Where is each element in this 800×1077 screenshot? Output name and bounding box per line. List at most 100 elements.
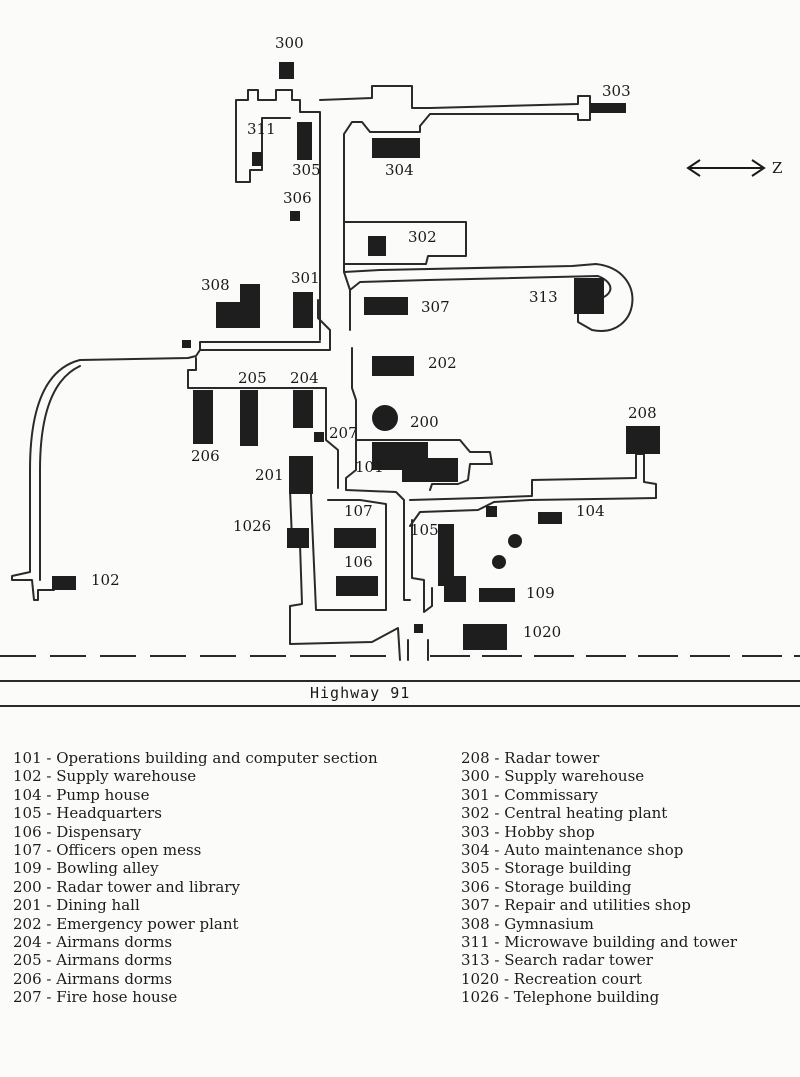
building-305: [297, 122, 312, 160]
legend-item: 305 - Storage building: [461, 859, 632, 878]
legend-right-column: 208 - Radar tower 300 - Supply warehouse…: [461, 749, 737, 1007]
legend-item: 107 - Officers open mess: [13, 841, 202, 860]
legend-item: 301 - Commissary: [461, 785, 598, 804]
label-307: 307: [421, 298, 450, 316]
legend-item: 201 - Dining hall: [13, 896, 140, 915]
legend-item: 204 - Airmans dorms: [13, 933, 173, 952]
legend-item: 104 - Pump house: [13, 785, 150, 804]
building-small-gatehouse: [414, 624, 423, 633]
legend-item: 109 - Bowling alley: [13, 859, 159, 878]
building-301: [293, 292, 313, 328]
road-network: [11, 85, 657, 661]
highway: Highway 91: [0, 655, 800, 707]
building-101: [372, 442, 458, 482]
legend-item: 302 - Central heating plant: [461, 804, 668, 823]
label-102: 102: [91, 571, 120, 589]
building-311: [252, 152, 262, 166]
label-303: 303: [602, 82, 631, 100]
tower-small-1: [508, 534, 522, 548]
building-207: [314, 432, 324, 442]
legend-item: 311 - Microwave building and tower: [461, 933, 738, 952]
building-102: [52, 576, 76, 590]
building-1020: [463, 624, 507, 650]
legend-left-column: 101 - Operations building and computer s…: [13, 749, 378, 1007]
building-205: [240, 390, 258, 446]
label-200: 200: [410, 413, 439, 431]
tower-small-2: [492, 555, 506, 569]
legend-item: 101 - Operations building and computer s…: [13, 749, 378, 767]
label-311: 311: [247, 120, 276, 138]
legend-item: 313 - Search radar tower: [461, 951, 653, 970]
building-206: [193, 390, 213, 444]
building-107: [334, 528, 376, 548]
legend-item: 105 - Headquarters: [13, 804, 162, 823]
building-308: [216, 284, 260, 328]
legend-item: 200 - Radar tower and library: [13, 877, 240, 896]
legend-item: 106 - Dispensary: [13, 822, 142, 841]
building-small-gate: [182, 340, 191, 348]
north-arrow: Z: [686, 159, 782, 177]
legend-item: 206 - Airmans dorms: [13, 969, 173, 988]
building-302: [368, 236, 386, 256]
building-104: [538, 512, 562, 524]
building-202: [372, 356, 414, 376]
legend-item: 303 - Hobby shop: [461, 822, 595, 841]
building-105: [438, 524, 454, 586]
label-101: 101: [355, 458, 384, 476]
label-105: 105: [410, 521, 439, 539]
building-106: [336, 576, 378, 596]
label-304: 304: [385, 161, 414, 179]
building-109: [479, 588, 515, 602]
legend-item: 308 - Gymnasium: [461, 914, 594, 933]
legend-item: 306 - Storage building: [461, 877, 632, 896]
label-302: 302: [408, 228, 437, 246]
legend-item: 1020 - Recreation court: [461, 969, 642, 988]
legend-item: 207 - Fire hose house: [13, 988, 178, 1007]
building-306: [290, 211, 300, 221]
building-200: [372, 405, 398, 431]
legend-item: 205 - Airmans dorms: [13, 951, 173, 970]
label-107: 107: [344, 502, 373, 520]
legend-item: 307 - Repair and utilities shop: [461, 896, 691, 915]
building-204: [293, 390, 313, 428]
legend-item: 304 - Auto maintenance shop: [461, 841, 684, 860]
label-207: 207: [329, 424, 358, 442]
label-208: 208: [628, 404, 657, 422]
label-204: 204: [290, 369, 319, 387]
label-301: 301: [291, 269, 320, 287]
site-map: Highway 91 Z 300 303 311 305 304 306 302…: [0, 34, 800, 707]
building-304: [372, 138, 420, 158]
building-105-wing: [444, 576, 466, 602]
label-206: 206: [191, 447, 220, 465]
label-313: 313: [529, 288, 558, 306]
buildings: [52, 62, 660, 650]
building-201: [289, 456, 313, 494]
building-208: [626, 426, 660, 454]
building-300: [279, 62, 294, 79]
legend-item: 202 - Emergency power plant: [13, 914, 239, 933]
label-306: 306: [283, 189, 312, 207]
legend-item: 300 - Supply warehouse: [461, 767, 645, 786]
label-109: 109: [526, 584, 555, 602]
label-205: 205: [238, 369, 267, 387]
label-202: 202: [428, 354, 457, 372]
label-305: 305: [292, 161, 321, 179]
building-small-104a: [486, 506, 497, 517]
legend-item: 208 - Radar tower: [461, 749, 600, 767]
building-313: [574, 278, 604, 314]
label-201: 201: [255, 466, 284, 484]
label-104: 104: [576, 502, 605, 520]
highway-label: Highway 91: [310, 684, 410, 702]
building-1026: [287, 528, 309, 548]
label-300: 300: [275, 34, 304, 52]
building-303: [590, 103, 626, 113]
north-label: Z: [772, 159, 782, 177]
label-308: 308: [201, 276, 230, 294]
label-106: 106: [344, 553, 373, 571]
legend-item: 102 - Supply warehouse: [13, 767, 197, 786]
building-307: [364, 297, 408, 315]
label-1026: 1026: [233, 517, 271, 535]
legend-item: 1026 - Telephone building: [461, 988, 660, 1007]
map-labels: 300 303 311 305 304 306 302 308 301 307 …: [91, 34, 657, 641]
label-1020: 1020: [523, 623, 561, 641]
